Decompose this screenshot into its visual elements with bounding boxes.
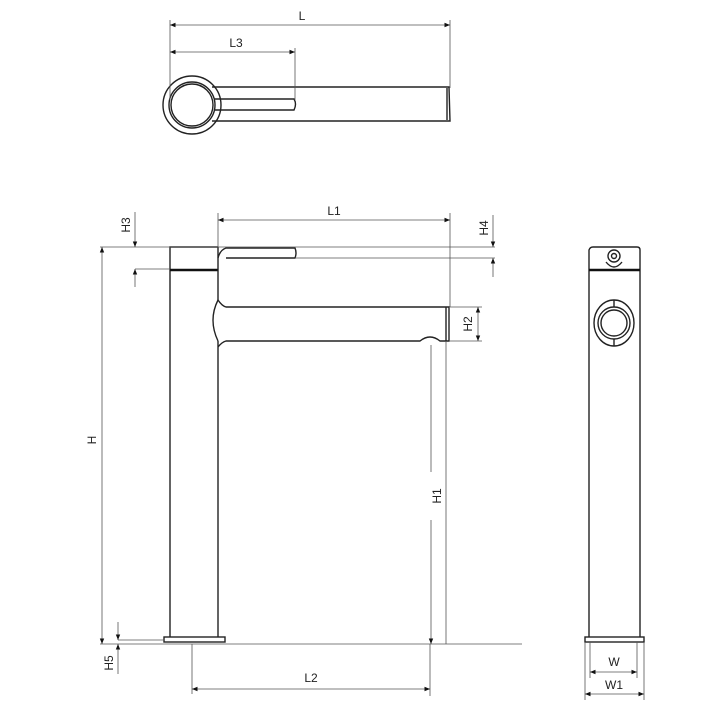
label-H2: H2	[461, 316, 475, 332]
label-H1: H1	[430, 488, 444, 504]
dimension-H2: H2	[461, 307, 481, 341]
label-H4: H4	[477, 220, 491, 236]
dimension-H3: H3	[119, 212, 138, 287]
front-view-outline	[163, 246, 450, 643]
dimension-H1: H1	[428, 345, 444, 644]
side-view-outline	[584, 246, 645, 643]
label-L2: L2	[304, 671, 318, 685]
label-H3: H3	[119, 217, 133, 233]
label-L1: L1	[327, 204, 341, 218]
side-view: W W1	[584, 246, 645, 700]
top-view: L L3	[162, 9, 451, 135]
label-L: L	[299, 9, 306, 23]
label-H: H	[85, 436, 99, 445]
dimension-L3: L3	[170, 36, 296, 100]
label-L3: L3	[229, 36, 243, 50]
dimension-L: L	[169, 9, 451, 100]
label-W: W	[608, 655, 620, 669]
dimension-H4: H4	[477, 215, 496, 277]
front-view: L1 H H3 H4 H2 H1 H5	[85, 204, 522, 696]
dimension-W1: W1	[584, 642, 645, 700]
dimension-L2: L2	[191, 644, 431, 696]
dimension-L1: L1	[218, 204, 450, 223]
front-reference-lines	[100, 213, 522, 645]
dimension-H5: H5	[102, 622, 121, 674]
dimension-H: H	[85, 247, 105, 644]
label-W1: W1	[605, 678, 623, 692]
top-view-outline	[162, 75, 451, 135]
dimension-W: W	[589, 642, 638, 678]
label-H5: H5	[102, 655, 116, 671]
